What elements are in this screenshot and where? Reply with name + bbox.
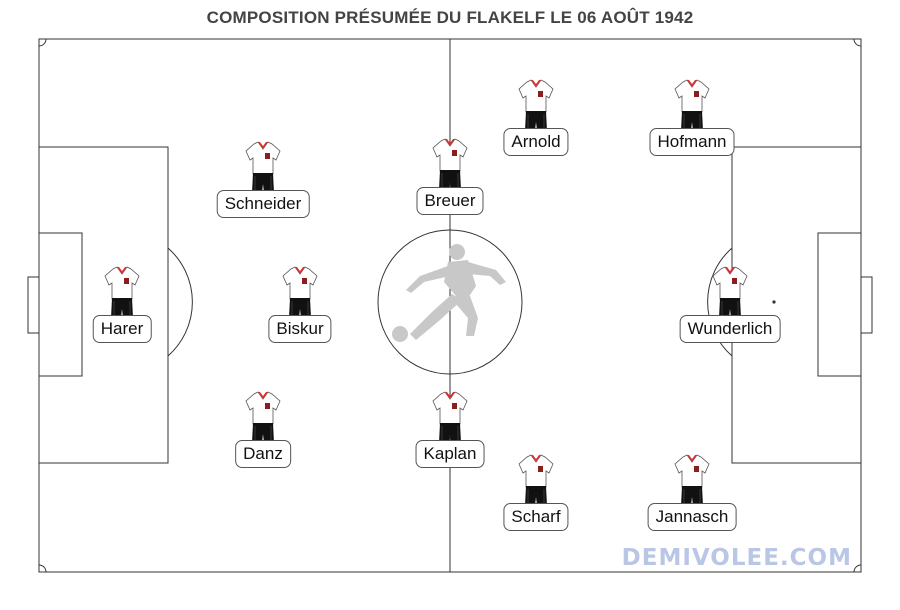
jersey-icon (518, 454, 554, 506)
jersey-icon (245, 141, 281, 193)
left-penalty-arc (167, 247, 193, 357)
footballer-silhouette (392, 244, 506, 342)
corner-arc-tl (38, 38, 47, 47)
left-goal (27, 276, 40, 334)
right-penalty-area (731, 146, 862, 464)
jersey-icon (282, 266, 318, 318)
watermark: DEMIVOLEE.COM (621, 545, 852, 571)
jersey-icon (518, 79, 554, 131)
player-name-label: Arnold (503, 128, 569, 156)
center-circle (377, 229, 523, 375)
left-goal-area (38, 232, 83, 377)
player-name-label: Biskur (268, 315, 332, 343)
right-goal (860, 276, 873, 334)
player-name-label: Scharf (503, 503, 569, 531)
jersey-icon (712, 266, 748, 318)
jersey-icon (104, 266, 140, 318)
player-name-label: Danz (235, 440, 291, 468)
player-name-label: Breuer (416, 187, 484, 215)
corner-arc-tr (853, 38, 862, 47)
player-name-label: Kaplan (415, 440, 485, 468)
player-name-label: Harer (92, 315, 152, 343)
page-title: COMPOSITION PRÉSUMÉE DU FLAKELF LE 06 AO… (206, 8, 694, 27)
jersey-icon (432, 138, 468, 190)
player-name-label: Schneider (216, 190, 310, 218)
jersey-icon (674, 79, 710, 131)
player-name-label: Hofmann (649, 128, 735, 156)
corner-arc-bl (38, 564, 47, 573)
player-name-label: Jannasch (647, 503, 737, 531)
jersey-icon (674, 454, 710, 506)
right-goal-area (817, 232, 862, 377)
jersey-icon (245, 391, 281, 443)
jersey-icon (432, 391, 468, 443)
right-penalty-spot (772, 300, 776, 304)
right-penalty-arc (707, 247, 733, 357)
player-name-label: Wunderlich (679, 315, 781, 343)
corner-arc-br (853, 564, 862, 573)
